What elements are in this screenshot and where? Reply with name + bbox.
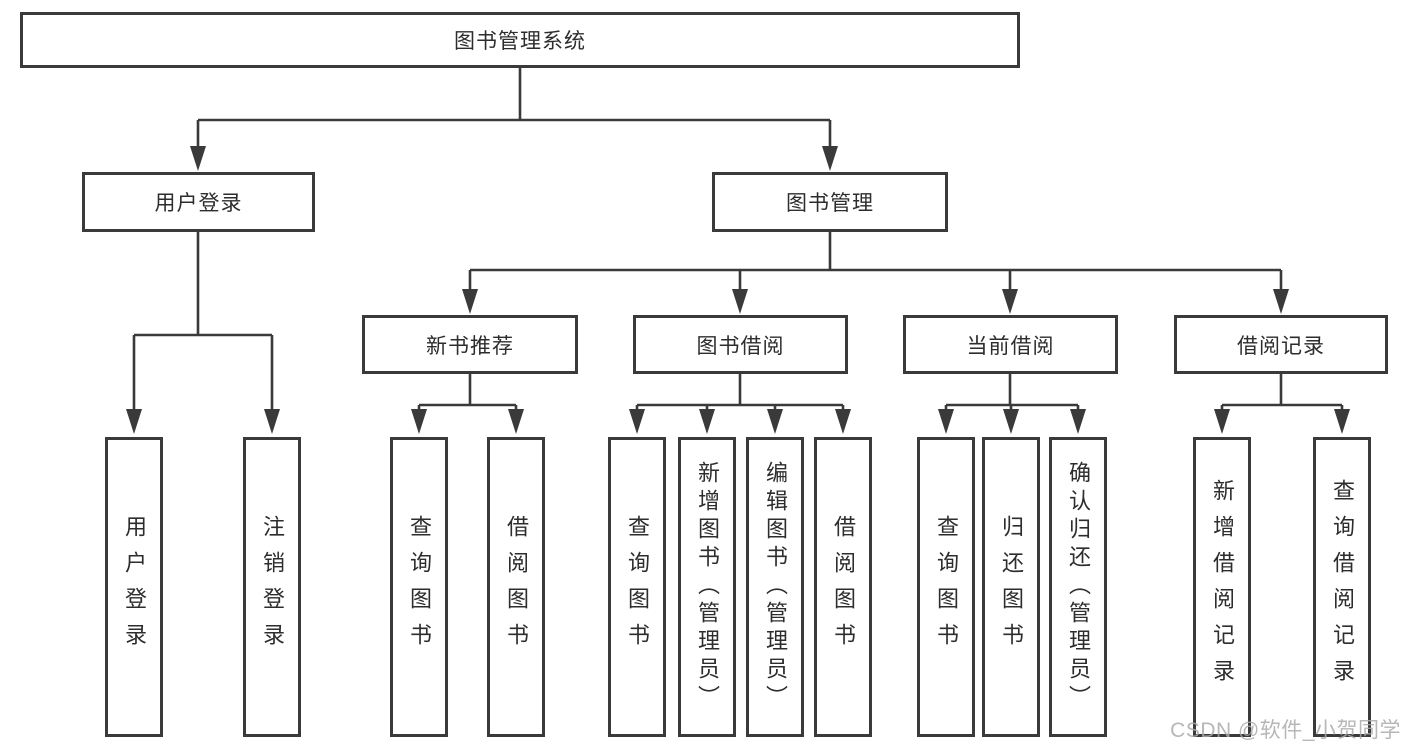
- node-current-borrow-label: 当前借阅: [966, 334, 1055, 358]
- leaf-current-confirm-return-admin-label: 确认归还（管理员）: [1066, 461, 1091, 713]
- leaf-borrow-add-books-admin-label: 新增图书（管理员）: [695, 461, 720, 713]
- leaf-borrow-query-books: 查询图书: [608, 437, 666, 737]
- leaf-current-query-books: 查询图书: [917, 437, 975, 737]
- leaf-current-confirm-return-admin: 确认归还（管理员）: [1049, 437, 1107, 737]
- leaf-recommend-query-books-label: 查询图书: [407, 515, 432, 659]
- leaf-borrow-query-books-label: 查询图书: [625, 515, 650, 659]
- leaf-recommend-borrow-books-label: 借阅图书: [504, 515, 529, 659]
- leaf-current-query-books-label: 查询图书: [934, 515, 959, 659]
- leaf-borrow-add-books-admin: 新增图书（管理员）: [678, 437, 736, 737]
- leaf-borrow-borrow-books: 借阅图书: [814, 437, 872, 737]
- leaf-logout-label: 注销登录: [260, 515, 285, 659]
- leaf-recommend-query-books: 查询图书: [390, 437, 448, 737]
- leaf-records-add-record-label: 新增借阅记录: [1210, 479, 1235, 695]
- leaf-user-login: 用户登录: [105, 437, 163, 737]
- leaf-borrow-borrow-books-label: 借阅图书: [831, 515, 856, 659]
- node-current-borrow: 当前借阅: [903, 315, 1118, 374]
- node-book-borrow: 图书借阅: [633, 315, 848, 374]
- leaf-user-login-label: 用户登录: [122, 515, 147, 659]
- node-root-system: 图书管理系统: [20, 12, 1020, 68]
- leaf-records-add-record: 新增借阅记录: [1193, 437, 1251, 737]
- node-book-borrow-label: 图书借阅: [696, 334, 785, 358]
- node-user-login-label: 用户登录: [154, 192, 243, 215]
- node-root-label: 图书管理系统: [454, 30, 586, 53]
- leaf-borrow-edit-books-admin-label: 编辑图书（管理员）: [763, 461, 788, 713]
- leaf-current-return-books-label: 归还图书: [999, 515, 1024, 659]
- node-book-management-label: 图书管理: [786, 192, 874, 215]
- node-new-book-recommend-label: 新书推荐: [426, 334, 514, 358]
- node-book-management: 图书管理: [712, 172, 948, 232]
- leaf-recommend-borrow-books: 借阅图书: [487, 437, 545, 737]
- arrowheads: [126, 146, 1350, 434]
- leaf-borrow-edit-books-admin: 编辑图书（管理员）: [746, 437, 804, 737]
- node-user-login: 用户登录: [82, 172, 315, 232]
- leaf-records-query-record: 查询借阅记录: [1313, 437, 1371, 737]
- node-borrow-records: 借阅记录: [1174, 315, 1388, 374]
- leaf-records-query-record-label: 查询借阅记录: [1330, 479, 1355, 695]
- leaf-current-return-books: 归还图书: [982, 437, 1040, 737]
- node-new-book-recommend: 新书推荐: [362, 315, 578, 374]
- node-borrow-records-label: 借阅记录: [1237, 334, 1325, 358]
- csdn-watermark: CSDN @软件_小贺同学: [1170, 719, 1401, 742]
- leaf-logout: 注销登录: [243, 437, 301, 737]
